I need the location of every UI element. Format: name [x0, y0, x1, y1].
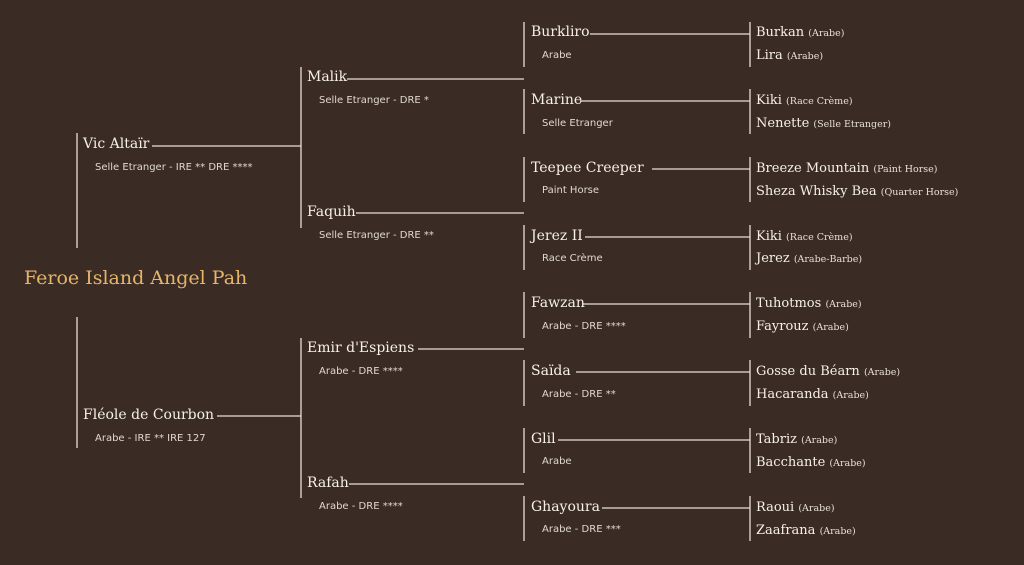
- gen4-breed: (Arabe): [786, 51, 824, 62]
- gen4-entry: Bacchante (Arabe): [756, 455, 866, 470]
- gen4-entry: Kiki (Race Crème): [756, 229, 853, 244]
- gen4-entry: Raoui (Arabe): [756, 500, 835, 515]
- gen2-info: Arabe - DRE ****: [319, 501, 403, 512]
- gen4-breed: (Arabe): [829, 458, 866, 469]
- gen4-entry: Kiki (Race Crème): [756, 93, 853, 108]
- gen4-breed: (Arabe): [832, 390, 869, 401]
- gen3-name: Fawzan: [531, 295, 585, 311]
- gen3-info: Race Crème: [542, 253, 603, 264]
- gen4-name: Bacchante: [756, 455, 826, 470]
- gen2-info: Selle Etranger - DRE **: [319, 230, 434, 241]
- gen4-entry: Jerez (Arabe-Barbe): [756, 251, 862, 266]
- gen4-name: Lira: [756, 48, 783, 63]
- gen4-breed: (Arabe): [808, 28, 845, 39]
- gen2-name: Rafah: [307, 475, 349, 491]
- gen4-breed: (Selle Etranger): [813, 119, 892, 130]
- gen3-info: Arabe: [542, 456, 572, 467]
- gen4-breed: (Paint Horse): [873, 164, 938, 175]
- gen4-entry: Gosse du Béarn (Arabe): [756, 364, 900, 379]
- gen3-info: Arabe - DRE ***: [542, 524, 621, 535]
- gen3-info: Arabe - DRE **: [542, 389, 616, 400]
- gen4-breed: (Arabe): [819, 526, 856, 537]
- gen3-info: Arabe: [542, 50, 572, 61]
- gen4-name: Raoui: [756, 500, 795, 515]
- gen4-breed: (Race Crème): [786, 96, 853, 107]
- gen3-info: Selle Etranger: [542, 118, 613, 129]
- gen3-name: Saïda: [531, 363, 571, 379]
- gen4-entry: Burkan (Arabe): [756, 25, 844, 40]
- gen3-info: Paint Horse: [542, 185, 600, 196]
- gen3-name: Marine: [531, 92, 583, 108]
- gen3-name: Ghayoura: [531, 499, 600, 515]
- gen4-entry: Zaafrana (Arabe): [756, 523, 856, 538]
- sire-info: Selle Etranger - IRE ** DRE ****: [95, 162, 253, 173]
- gen4-name: Tuhotmos: [756, 296, 822, 311]
- gen4-name: Gosse du Béarn: [756, 364, 860, 379]
- gen2-info: Selle Etranger - DRE *: [319, 95, 429, 106]
- gen2-name: Faquih: [307, 204, 356, 220]
- gen3-name: Glil: [531, 431, 556, 447]
- gen4-breed: (Arabe): [798, 503, 835, 514]
- gen4-name: Burkan: [756, 25, 805, 40]
- dam-info: Arabe - IRE ** IRE 127: [95, 433, 206, 444]
- gen4-entry: Tuhotmos (Arabe): [756, 296, 862, 311]
- gen2-name: Emir d'Espiens: [307, 340, 415, 356]
- gen4-entry: Tabriz (Arabe): [756, 432, 837, 447]
- gen4-name: Nenette: [756, 116, 810, 131]
- gen4-name: Hacaranda: [756, 387, 829, 402]
- gen4-name: Tabriz: [756, 432, 797, 447]
- gen4-name: Sheza Whisky Bea: [756, 184, 877, 199]
- gen3-info: Arabe - DRE ****: [542, 321, 626, 332]
- gen4-name: Kiki: [756, 93, 782, 108]
- gen4-name: Fayrouz: [756, 319, 809, 334]
- gen4-entry: Breeze Mountain (Paint Horse): [756, 161, 937, 176]
- gen3-name: Teepee Creeper: [531, 160, 644, 176]
- subject-name: Feroe Island Angel Pah: [24, 267, 248, 289]
- gen4-name: Kiki: [756, 229, 782, 244]
- gen4-breed: (Race Crème): [786, 232, 853, 243]
- gen4-entry: Fayrouz (Arabe): [756, 319, 849, 334]
- gen4-entry: Sheza Whisky Bea (Quarter Horse): [756, 184, 958, 199]
- gen4-breed: (Arabe): [801, 435, 838, 446]
- gen4-entry: Lira (Arabe): [756, 48, 823, 63]
- gen4-name: Breeze Mountain: [756, 161, 870, 176]
- gen4-name: Zaafrana: [756, 523, 816, 538]
- gen4-breed: (Arabe): [812, 322, 849, 333]
- sire-name: Vic Altaïr: [83, 136, 150, 152]
- gen2-name: Malik: [307, 69, 348, 85]
- gen4-breed: (Arabe-Barbe): [793, 254, 863, 265]
- dam-name: Fléole de Courbon: [83, 407, 215, 423]
- gen3-name: Jerez II: [531, 228, 583, 244]
- gen4-breed: (Arabe): [825, 299, 862, 310]
- gen4-entry: Nenette (Selle Etranger): [756, 116, 891, 131]
- gen4-entry: Hacaranda (Arabe): [756, 387, 869, 402]
- gen4-name: Jerez: [756, 251, 790, 266]
- gen2-info: Arabe - DRE ****: [319, 366, 403, 377]
- gen3-name: Burkliro: [531, 24, 590, 40]
- gen4-breed: (Quarter Horse): [880, 187, 959, 198]
- gen4-breed: (Arabe): [863, 367, 901, 378]
